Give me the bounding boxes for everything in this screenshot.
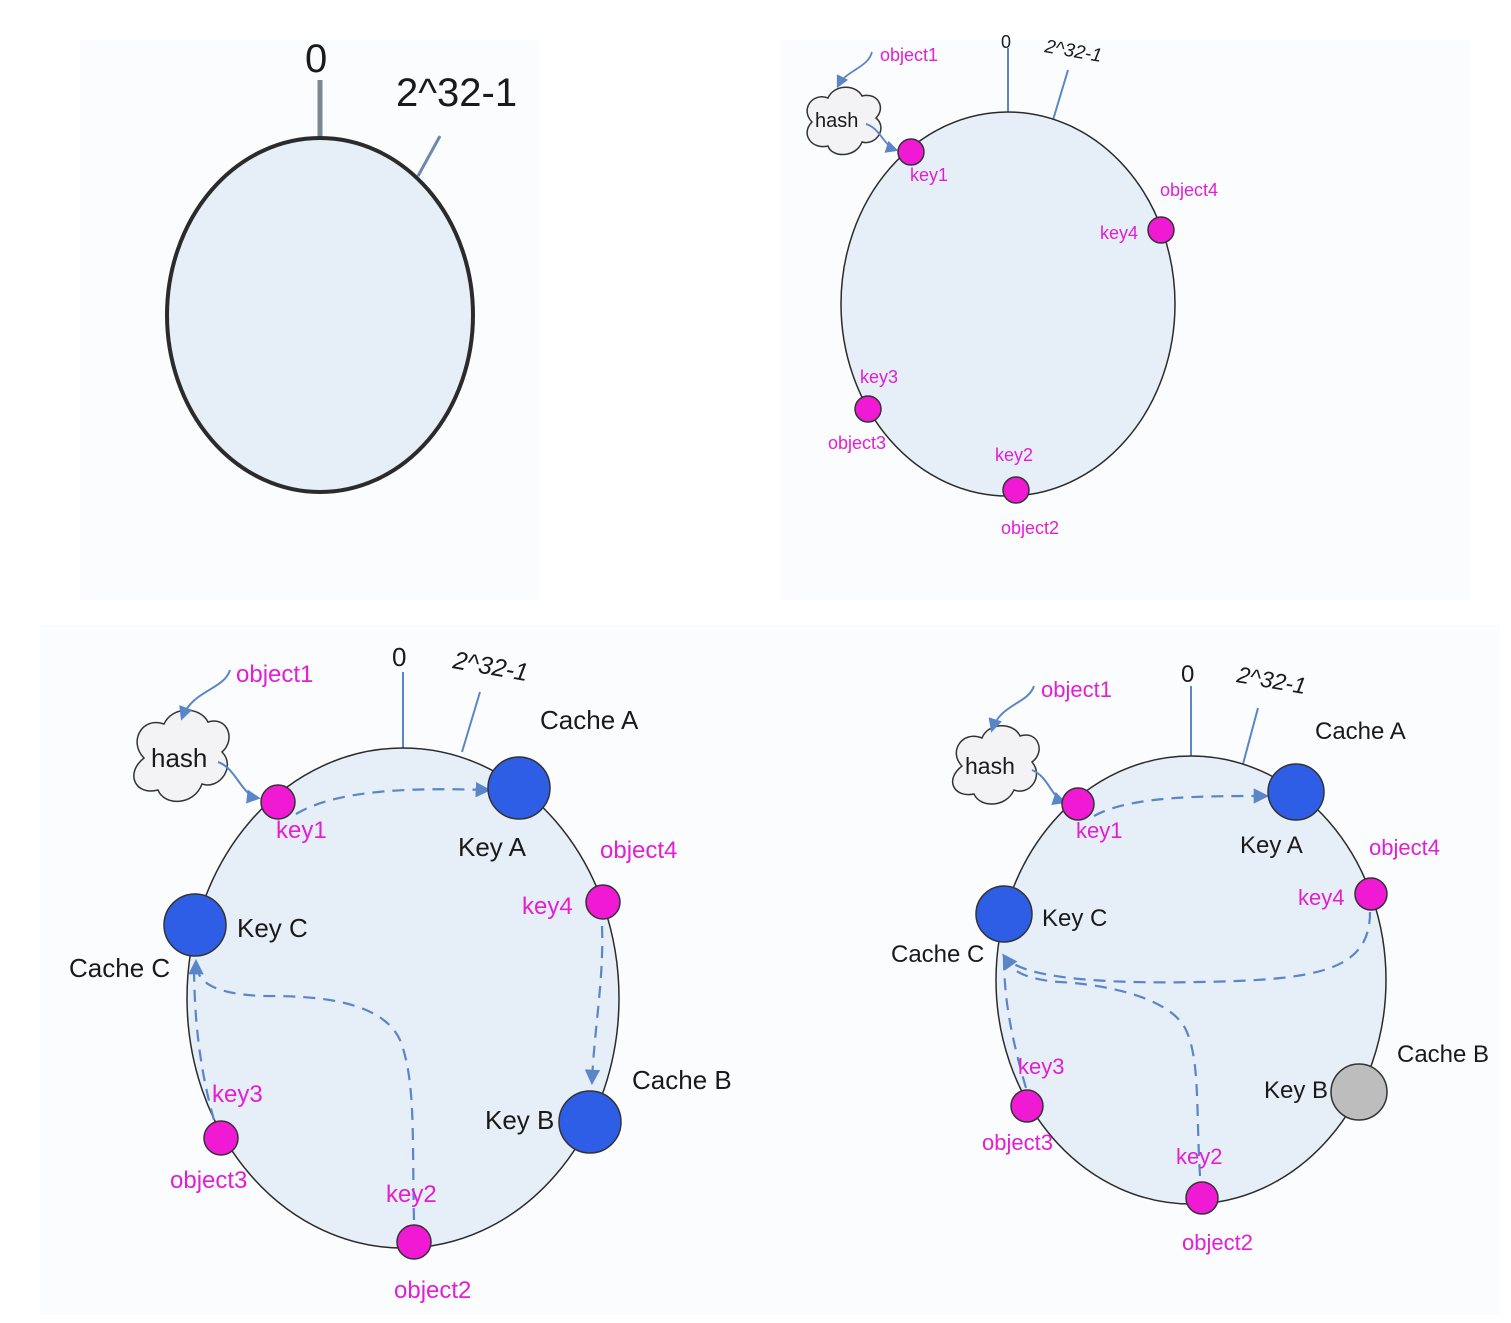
key4-label: key4 <box>522 893 573 920</box>
hash-ring <box>995 755 1387 1205</box>
cache-a-node <box>487 756 551 820</box>
max-label: 2^32-1 <box>450 646 530 687</box>
hash-to-key-arrow <box>865 123 899 153</box>
object2-label: object2 <box>394 1277 471 1304</box>
object2-label: object2 <box>1182 1230 1253 1255</box>
key1-to-cache-a-arrow <box>295 781 492 815</box>
object1-label: object1 <box>880 45 938 65</box>
max-tick <box>416 135 442 177</box>
key4-node <box>585 884 621 920</box>
hash-label: hash <box>965 753 1015 779</box>
cache-b-removed-node <box>1330 1063 1388 1121</box>
key4-label: key4 <box>1100 223 1138 243</box>
object4-label: object4 <box>1160 180 1218 200</box>
key4-to-cache-c-arrow <box>1002 911 1372 984</box>
object2-label: object2 <box>1001 518 1059 538</box>
object1-label: object1 <box>1041 677 1112 702</box>
cache-a-label: Cache A <box>1315 718 1406 745</box>
panel-objects-mapped-to-caches: hash 0 2^32-1 object1 key1 Cache A Key A… <box>69 642 732 1304</box>
key-a-label: Key A <box>1240 832 1303 859</box>
key-b-label: Key B <box>485 1105 554 1135</box>
max-label: 2^32-1 <box>1042 36 1103 67</box>
zero-label: 0 <box>1181 661 1194 688</box>
panel-hash-ring-empty: 0 2^32-1 <box>165 37 517 494</box>
key2-node <box>1002 476 1030 504</box>
max-label: 2^32-1 <box>396 71 517 115</box>
key1-label: key1 <box>276 817 327 844</box>
key2-node <box>396 1224 432 1260</box>
cloud-icon <box>806 86 882 156</box>
zero-label: 0 <box>305 37 327 81</box>
key2-label: key2 <box>995 445 1033 465</box>
key2-node <box>1185 1181 1219 1215</box>
key-b-label: Key B <box>1264 1077 1328 1104</box>
key3-node <box>203 1120 239 1156</box>
panel-cache-b-removed: hash 0 2^32-1 object1 key1 Cache A Key A… <box>891 661 1489 1255</box>
max-label: 2^32-1 <box>1234 661 1308 699</box>
object-to-hash-arrow <box>836 51 873 89</box>
cache-b-label: Cache B <box>632 1065 732 1095</box>
key3-label: key3 <box>1018 1054 1064 1079</box>
cache-c-node <box>163 893 227 957</box>
cache-a-label: Cache A <box>540 705 639 735</box>
key3-label: key3 <box>212 1081 263 1108</box>
key4-node <box>1147 216 1175 244</box>
hash-ring <box>186 747 620 1249</box>
key3-to-cache-c-arrow <box>1002 957 1028 1089</box>
key1-node <box>1061 787 1095 821</box>
cache-b-label: Cache B <box>1397 1041 1489 1068</box>
cache-c-node <box>975 885 1033 943</box>
object-to-hash-arrow <box>988 685 1035 733</box>
key1-node <box>897 138 925 166</box>
key3-node <box>854 395 882 423</box>
object3-label: object3 <box>828 433 886 453</box>
key2-label: key2 <box>386 1181 437 1208</box>
key3-label: key3 <box>860 367 898 387</box>
hash-label: hash <box>815 110 858 132</box>
hash-label: hash <box>151 743 207 773</box>
hash-ring <box>165 136 475 494</box>
max-tick <box>461 691 481 753</box>
max-tick <box>1052 69 1069 121</box>
object1-label: object1 <box>236 661 313 688</box>
key-c-label: Key C <box>1042 905 1107 932</box>
cache-a-node <box>1267 763 1325 821</box>
key-c-label: Key C <box>237 913 308 943</box>
key-a-label: Key A <box>458 832 527 862</box>
key4-node <box>1354 877 1388 911</box>
zero-label: 0 <box>1001 32 1011 52</box>
cloud-icon <box>951 725 1040 805</box>
object4-label: object4 <box>1369 835 1440 860</box>
key4-label: key4 <box>1298 885 1344 910</box>
hash-to-key-arrow <box>217 761 261 804</box>
max-tick <box>1242 707 1259 765</box>
zero-label: 0 <box>392 642 406 672</box>
panel-objects-on-ring: hash 0 2^32-1 object1 key1 object4 key4 … <box>806 32 1218 538</box>
cloud-icon <box>133 709 230 803</box>
object-to-hash-arrow <box>179 669 231 721</box>
key1-label: key1 <box>1076 818 1122 843</box>
key1-label: key1 <box>910 165 948 185</box>
cache-c-label: Cache C <box>891 941 984 968</box>
key2-to-cache-c-arrow <box>1004 957 1202 1177</box>
cache-c-label: Cache C <box>69 953 170 983</box>
cache-b-node <box>558 1090 622 1154</box>
object3-label: object3 <box>170 1167 247 1194</box>
key2-label: key2 <box>1176 1144 1222 1169</box>
key1-node <box>260 784 296 820</box>
hash-ring <box>840 111 1176 497</box>
key1-to-cache-a-arrow <box>1093 788 1270 817</box>
key3-node <box>1010 1089 1044 1123</box>
object4-label: object4 <box>600 837 677 864</box>
key3-to-cache-c-arrow <box>192 961 216 1121</box>
object3-label: object3 <box>982 1130 1053 1155</box>
hash-to-key-arrow <box>1031 769 1067 806</box>
